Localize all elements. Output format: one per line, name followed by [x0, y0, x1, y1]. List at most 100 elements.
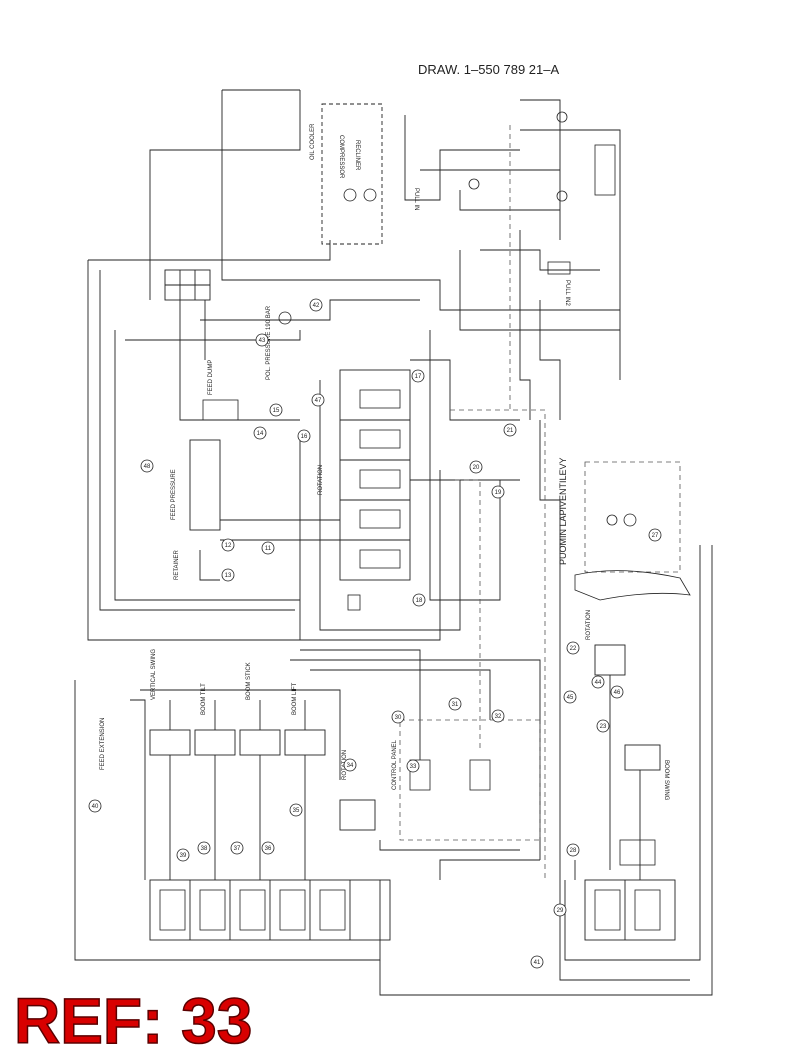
callout-number: 37 — [234, 846, 241, 852]
boom-stick-valve — [239, 729, 281, 756]
label-feed-pressure: FEED PRESSURE — [171, 469, 177, 520]
callout-circle — [491, 485, 505, 499]
callout-number: 38 — [201, 846, 208, 852]
callout-circle — [289, 803, 303, 817]
callout-number: 11 — [265, 546, 272, 552]
callout-number: 48 — [144, 464, 151, 470]
label-feed-extension: FEED EXTENSION — [100, 718, 106, 770]
label-oil-cooler: OIL COOLER — [310, 123, 316, 160]
pipe-lines — [74, 89, 713, 996]
callout-circle — [553, 903, 567, 917]
callout-circle — [503, 423, 517, 437]
callout-circle — [448, 697, 462, 711]
boom-tilt-valve — [194, 729, 236, 756]
compressor-module — [321, 103, 383, 245]
callout-circle — [406, 759, 420, 773]
label-rotation-right: ROTATION — [586, 610, 592, 640]
rotation-motor-box — [594, 644, 626, 676]
callout-circle — [530, 955, 544, 969]
valve-symbols — [159, 111, 661, 931]
callout-number: 46 — [614, 690, 621, 696]
label-pull-in2: PULL IN2 — [564, 280, 570, 306]
callout-number: 32 — [495, 714, 502, 720]
callout-number: 39 — [180, 853, 187, 859]
callout-number: 44 — [595, 680, 602, 686]
label-boom-lift: BOOM LIFT — [292, 682, 298, 715]
callout-circles: 4243444546474811121314151617181920212223… — [88, 298, 662, 969]
label-control-panel: CONTROL PANEL — [392, 739, 398, 790]
callout-circle — [221, 568, 235, 582]
callout-circle — [566, 641, 580, 655]
callout-number: 41 — [534, 960, 541, 966]
callout-circle — [566, 843, 580, 857]
label-vertical-swing: VERTICAL SWING — [151, 649, 157, 700]
callout-number: 20 — [473, 465, 480, 471]
label-compressor: COMPRESSOR — [338, 135, 344, 179]
puomin-panel — [574, 570, 691, 601]
callout-number: 13 — [225, 573, 232, 579]
callout-number: 47 — [315, 398, 322, 404]
label-retainer: RETAINER — [174, 549, 180, 580]
dashed-boundaries — [399, 125, 681, 880]
callout-number: 18 — [416, 598, 423, 604]
label-boom-swing: BOOM SWING — [663, 760, 669, 801]
callout-number: 14 — [257, 431, 264, 437]
label-puomin: PUOMIN LAPIVENTILEVY — [558, 457, 568, 565]
callout-circle — [411, 369, 425, 383]
callout-number: 33 — [410, 764, 417, 770]
callout-number: 21 — [507, 428, 514, 434]
callout-number: 15 — [273, 408, 280, 414]
callout-circle — [197, 841, 211, 855]
callout-circle — [88, 799, 102, 813]
callout-number: 42 — [313, 303, 320, 309]
callout-number: 43 — [259, 338, 266, 344]
feed-pressure-module — [189, 439, 221, 531]
callout-number: 12 — [225, 543, 232, 549]
callout-circle — [140, 459, 154, 473]
callout-number: 31 — [452, 702, 459, 708]
callout-circle — [230, 841, 244, 855]
callout-circle — [563, 690, 577, 704]
callout-circle — [261, 541, 275, 555]
central-valve-stack — [339, 369, 411, 581]
callout-number: 16 — [301, 434, 308, 440]
label-rotation-top: ROTATION — [318, 465, 324, 495]
callout-circle — [311, 393, 325, 407]
callout-number: 17 — [415, 374, 422, 380]
callout-circle — [253, 426, 267, 440]
ref-badge: REF: 33 — [14, 985, 252, 1053]
callout-circle — [596, 719, 610, 733]
callout-circle — [309, 298, 323, 312]
label-boom-tilt: BOOM TILT — [201, 683, 207, 715]
label-recliner: RECLINER — [354, 140, 360, 171]
callout-circle — [591, 675, 605, 689]
label-pol-pressure: POL. PRESSURE 190 BAR — [266, 305, 272, 380]
callout-number: 29 — [557, 908, 564, 914]
rotation-valve — [339, 799, 376, 831]
callout-circle — [610, 685, 624, 699]
label-feed-dump: FEED DUMP — [208, 360, 214, 395]
callout-circle — [391, 710, 405, 724]
callout-circle — [412, 593, 426, 607]
callout-number: 27 — [652, 533, 659, 539]
label-pull-in: PULL IN — [413, 188, 419, 210]
callout-number: 40 — [92, 804, 99, 810]
callout-circle — [343, 758, 357, 772]
callout-circle — [261, 841, 275, 855]
callout-number: 35 — [293, 808, 300, 814]
boom-swing-valve — [624, 744, 661, 771]
callout-circle — [297, 429, 311, 443]
callout-circle — [269, 403, 283, 417]
boom-lift-valve — [284, 729, 326, 756]
vertical-swing-valve — [149, 729, 191, 756]
callout-circle — [469, 460, 483, 474]
boom-swing-manifold — [584, 879, 676, 941]
callout-number: 23 — [600, 724, 607, 730]
callout-number: 19 — [495, 490, 502, 496]
callout-circle — [176, 848, 190, 862]
callout-circle — [648, 528, 662, 542]
callout-circle — [491, 709, 505, 723]
top-main-line — [221, 90, 620, 311]
callout-number: 36 — [265, 846, 272, 852]
callout-number: 28 — [570, 848, 577, 854]
